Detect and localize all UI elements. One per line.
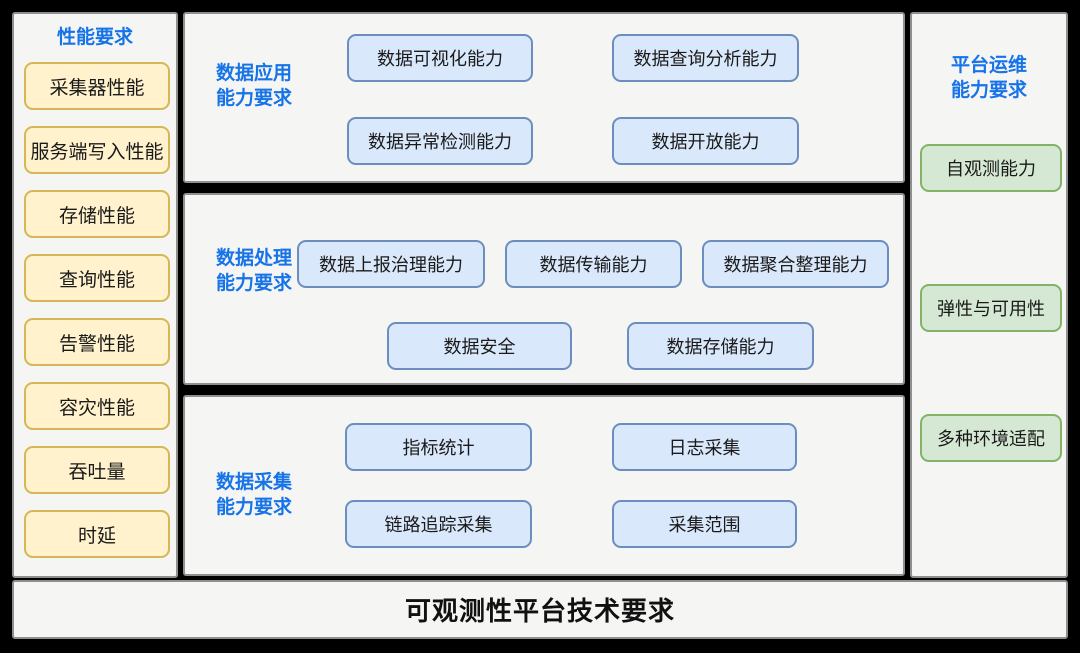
performance-item-disaster-recovery: 容灾性能: [24, 382, 170, 430]
performance-item-alert: 告警性能: [24, 318, 170, 366]
data-processing-section: 数据处理 能力要求 数据上报治理能力 数据传输能力 数据聚合整理能力 数据安全 …: [183, 193, 905, 385]
performance-item-throughput: 吞吐量: [24, 446, 170, 494]
data-collection-section: 数据采集 能力要求 指标统计 日志采集 链路追踪采集 采集范围: [183, 395, 905, 576]
capability-box-log-collection: 日志采集: [612, 423, 797, 471]
ops-item-multi-environment: 多种环境适配: [920, 414, 1062, 462]
capability-box-trace-collection: 链路追踪采集: [345, 500, 532, 548]
performance-item-collector: 采集器性能: [24, 62, 170, 110]
performance-panel-title: 性能要求: [56, 27, 133, 48]
capability-box-metric-statistics: 指标统计: [345, 423, 532, 471]
performance-item-latency: 时延: [24, 510, 170, 558]
diagram-title-bar: 可观测性平台技术要求: [12, 580, 1068, 639]
capability-box-query-analysis: 数据查询分析能力: [612, 34, 799, 82]
capability-box-visualization: 数据可视化能力: [347, 34, 533, 82]
capability-box-anomaly-detection: 数据异常检测能力: [347, 117, 533, 165]
performance-item-storage: 存储性能: [24, 190, 170, 238]
capability-box-data-security: 数据安全: [387, 322, 572, 370]
capability-box-aggregation: 数据聚合整理能力: [702, 240, 889, 288]
diagram-title: 可观测性平台技术要求: [404, 596, 675, 626]
platform-ops-panel: 平台运维 能力要求 自观测能力 弹性与可用性 多种环境适配: [910, 12, 1068, 578]
performance-item-query: 查询性能: [24, 254, 170, 302]
capability-box-collection-scope: 采集范围: [612, 500, 797, 548]
data-processing-section-title: 数据处理 能力要求: [215, 248, 292, 294]
platform-ops-panel-title: 平台运维 能力要求: [950, 55, 1027, 101]
data-application-section: 数据应用 能力要求 数据可视化能力 数据查询分析能力 数据异常检测能力 数据开放…: [183, 12, 905, 183]
data-collection-section-title: 数据采集 能力要求: [215, 472, 292, 518]
ops-item-self-observability: 自观测能力: [920, 144, 1062, 192]
performance-item-server-write: 服务端写入性能: [24, 126, 170, 174]
capability-box-data-openness: 数据开放能力: [612, 117, 799, 165]
capability-box-report-governance: 数据上报治理能力: [297, 240, 485, 288]
capability-box-transmission: 数据传输能力: [505, 240, 682, 288]
ops-item-elasticity-availability: 弹性与可用性: [920, 284, 1062, 332]
capability-box-data-storage: 数据存储能力: [627, 322, 814, 370]
performance-panel: 性能要求 采集器性能 服务端写入性能 存储性能 查询性能 告警性能 容灾性能 吞…: [12, 12, 178, 578]
data-application-section-title: 数据应用 能力要求: [215, 63, 292, 109]
